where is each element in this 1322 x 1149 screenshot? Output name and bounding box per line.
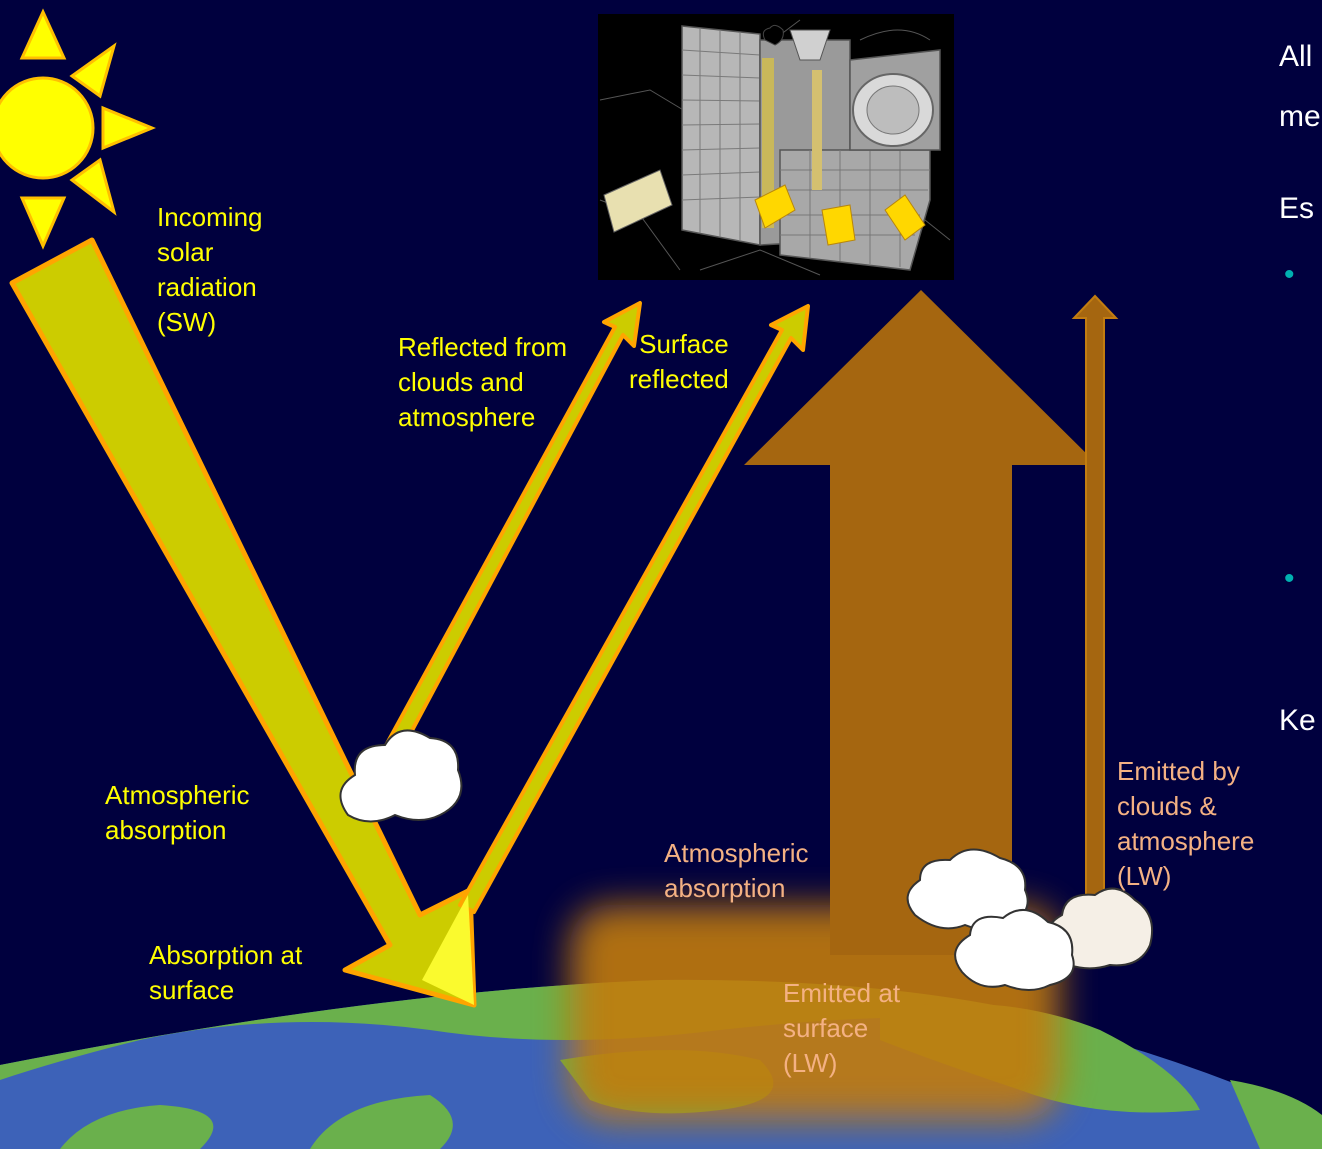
cloud-icon (339, 729, 463, 823)
label-reflected-clouds: Reflected from clouds and atmosphere (398, 332, 568, 432)
slide-text-line-2: me (1279, 100, 1321, 133)
label-atmospheric-absorption-lw: Atmospheric absorption (664, 838, 809, 903)
cloud-icon (954, 909, 1075, 991)
label-incoming-solar: Incoming solar radiation (SW) (157, 202, 263, 337)
surface-reflected-arrow (458, 304, 810, 914)
slide-text-line-4: Ke (1279, 704, 1316, 737)
slide-text-line-1: All (1279, 40, 1313, 73)
reflected-clouds-arrow (376, 301, 642, 770)
clouds-emitted-lw-arrow (1071, 294, 1119, 916)
label-absorption-at-surface: Absorption at surface (149, 940, 303, 1005)
label-surface-reflected: Surface reflected (629, 329, 729, 394)
satellite-image (598, 14, 954, 280)
bullet-marker: • (1284, 562, 1295, 595)
bullet-marker: • (1284, 258, 1295, 291)
surface-absorption-wedge (422, 895, 474, 1005)
cloud-icon (906, 848, 1029, 931)
surface-emitted-lw-arrow (744, 290, 1098, 955)
label-emitted-by-clouds: Emitted by clouds & atmosphere (LW) (1117, 756, 1255, 891)
label-emitted-at-surface: Emitted at surface (LW) (783, 978, 901, 1078)
label-atmospheric-absorption-sw: Atmospheric absorption (105, 780, 250, 845)
surface-emission-glow (570, 905, 1060, 1120)
slide-text-line-3: Es (1279, 192, 1315, 225)
sun-icon (0, 8, 156, 250)
